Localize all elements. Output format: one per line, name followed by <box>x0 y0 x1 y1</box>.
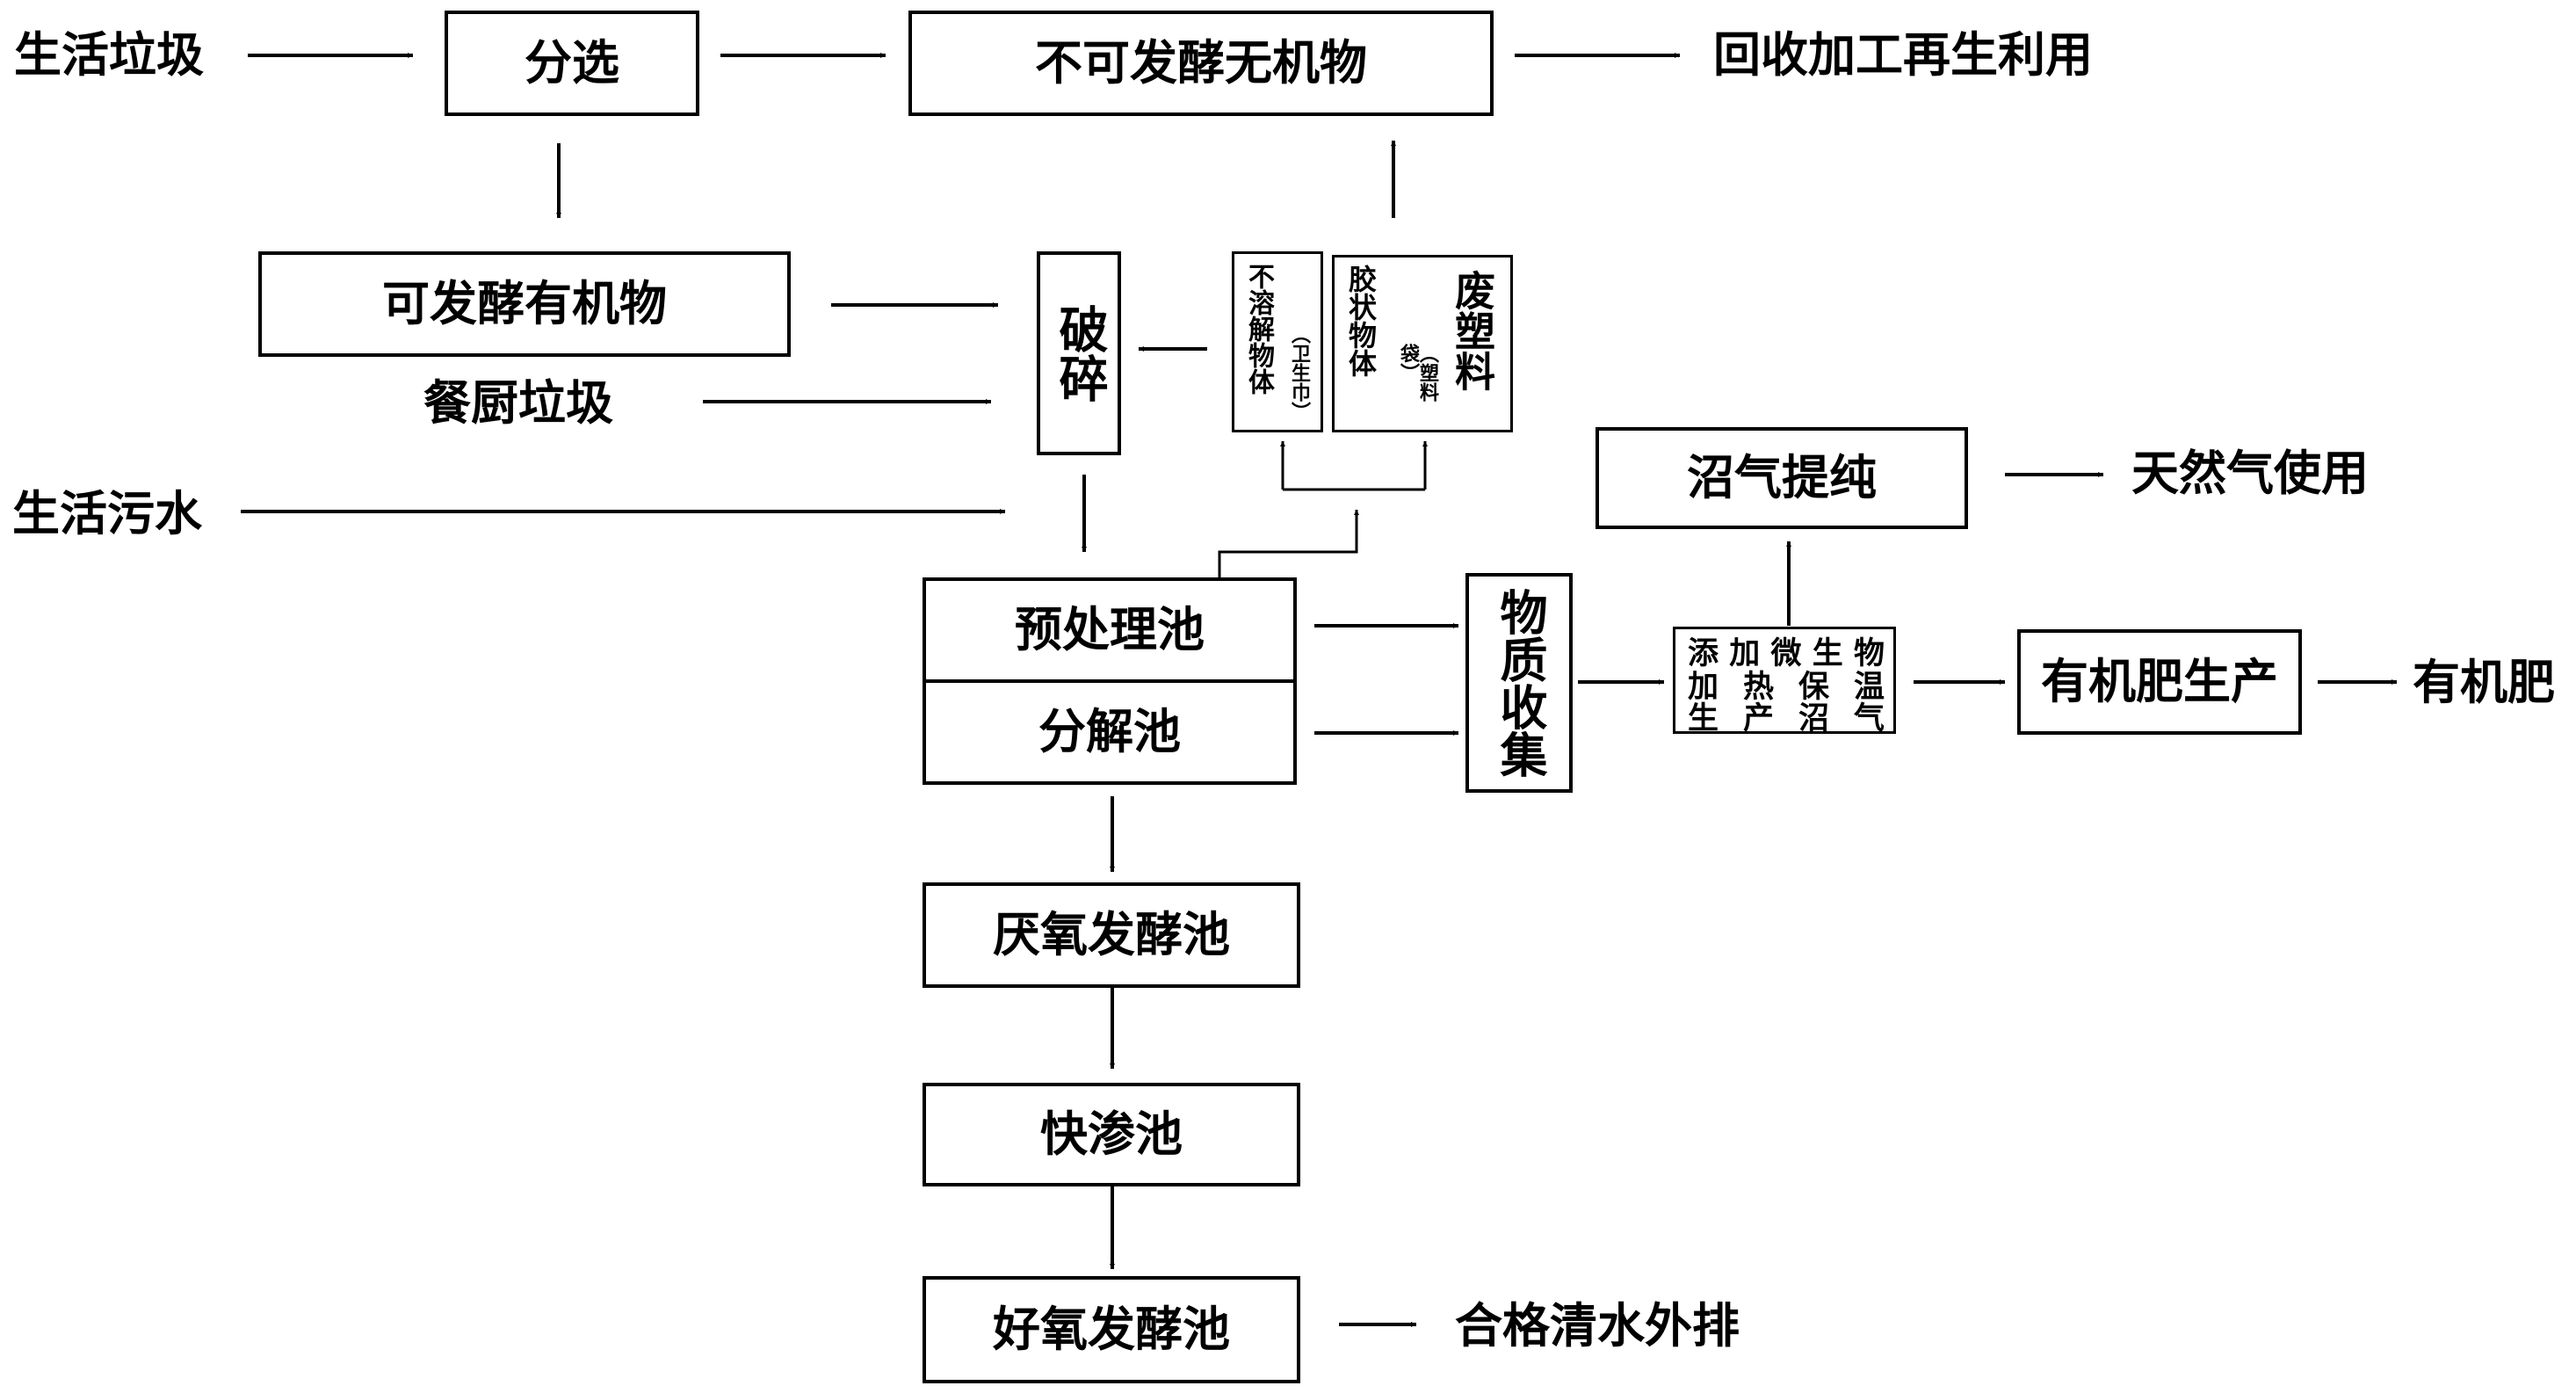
node-material-collection-label: 物质收集 <box>1492 588 1547 778</box>
biogas-line-3: 生产沼气 <box>1688 701 1885 736</box>
node-insoluble-label: 不溶解物体 <box>1243 263 1274 395</box>
node-biogas-purification-label: 沼气提纯 <box>1687 450 1877 505</box>
tank-divider <box>926 679 1293 683</box>
node-decomposition-tank: 分解池 <box>926 683 1293 781</box>
node-anaerobic-label: 厌氧发酵池 <box>993 907 1230 962</box>
node-material-collection: 物质收集 <box>1465 573 1573 793</box>
node-crushing-label: 破碎 <box>1051 304 1108 403</box>
node-insoluble-matter: 不溶解物体 （卫生巾） <box>1232 251 1323 432</box>
node-fertilizer-production: 有机肥生产 <box>2017 629 2302 735</box>
node-pretreat-decompose: 预处理池 分解池 <box>923 577 1297 785</box>
biogas-line-2: 加热保温 <box>1688 670 1885 705</box>
node-colloid-label: 胶状物体 <box>1344 265 1378 377</box>
node-fast-infiltration-tank: 快渗池 <box>923 1083 1300 1186</box>
node-sorting-label: 分选 <box>525 35 619 91</box>
node-biogas-process: 添加微生物 加热保温 生产沼气 <box>1673 627 1896 736</box>
output-clean-water: 合格清水外排 <box>1455 1298 1740 1353</box>
label-domestic-sewage: 生活污水 <box>12 486 202 541</box>
node-crushing: 破碎 <box>1037 251 1121 455</box>
node-aerobic-label: 好氧发酵池 <box>993 1302 1230 1357</box>
label-domestic-waste: 生活垃圾 <box>14 27 204 83</box>
node-waste-plastic-label: 废塑料 <box>1449 270 1496 391</box>
node-non-fermentable: 不可发酵无机物 <box>908 11 1494 116</box>
node-fermentable-label: 可发酵有机物 <box>382 276 667 331</box>
output-recycling: 回收加工再生利用 <box>1713 27 2093 83</box>
node-aerobic-tank: 好氧发酵池 <box>923 1276 1300 1383</box>
node-anaerobic-tank: 厌氧发酵池 <box>923 882 1300 988</box>
node-colloid-note: （塑料袋） <box>1397 344 1438 402</box>
node-pretreatment-tank: 预处理池 <box>926 581 1293 679</box>
node-pretreatment-label: 预处理池 <box>1015 602 1205 657</box>
output-natural-gas: 天然气使用 <box>2131 446 2369 501</box>
node-decomposition-label: 分解池 <box>1038 704 1181 759</box>
node-fast-infiltration-label: 快渗池 <box>1040 1106 1183 1162</box>
node-fermentable: 可发酵有机物 <box>258 251 791 357</box>
biogas-line-1: 添加微生物 <box>1688 636 1885 671</box>
label-kitchen-waste: 餐厨垃圾 <box>423 375 613 431</box>
node-insoluble-note: （卫生巾） <box>1288 324 1310 421</box>
line-pretreat-residue <box>1218 510 1359 577</box>
output-organic-fertilizer: 有机肥 <box>2413 655 2555 710</box>
node-biogas-purification: 沼气提纯 <box>1596 427 1968 529</box>
node-sorting: 分选 <box>445 11 699 116</box>
node-non-fermentable-label: 不可发酵无机物 <box>1035 35 1367 91</box>
node-fertilizer-production-label: 有机肥生产 <box>2041 654 2278 709</box>
node-colloid-plastic: 胶状物体 （塑料袋） 废塑料 <box>1332 255 1513 432</box>
